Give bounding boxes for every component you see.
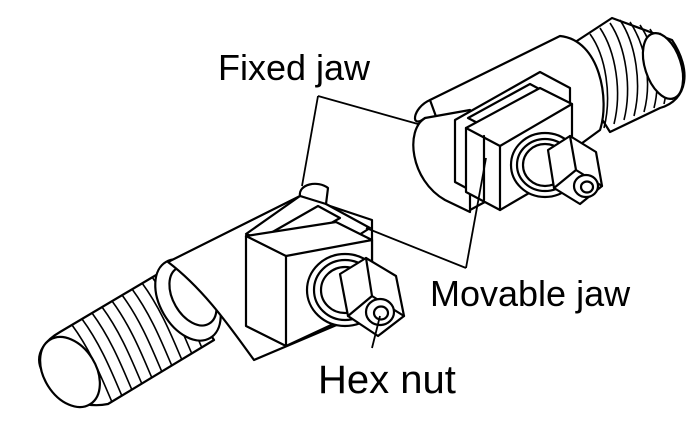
movable-jaw-leader-right [465,157,487,269]
fixed-jaw-leader-left [301,95,319,187]
leader-lines [301,95,487,349]
left-hex-nut [305,252,406,338]
right-hex-nut [509,131,604,206]
movable-jaw-label: Movable jaw [430,273,631,314]
movable-jaw-leader-left [365,227,467,269]
hex-nut-leader [371,315,381,349]
right-threaded-shaft [558,16,686,134]
fixed-jaw-leader-right [317,95,419,125]
hex-nut-label: Hex nut [318,358,456,402]
fixed-jaw-label: Fixed jaw [218,47,371,88]
